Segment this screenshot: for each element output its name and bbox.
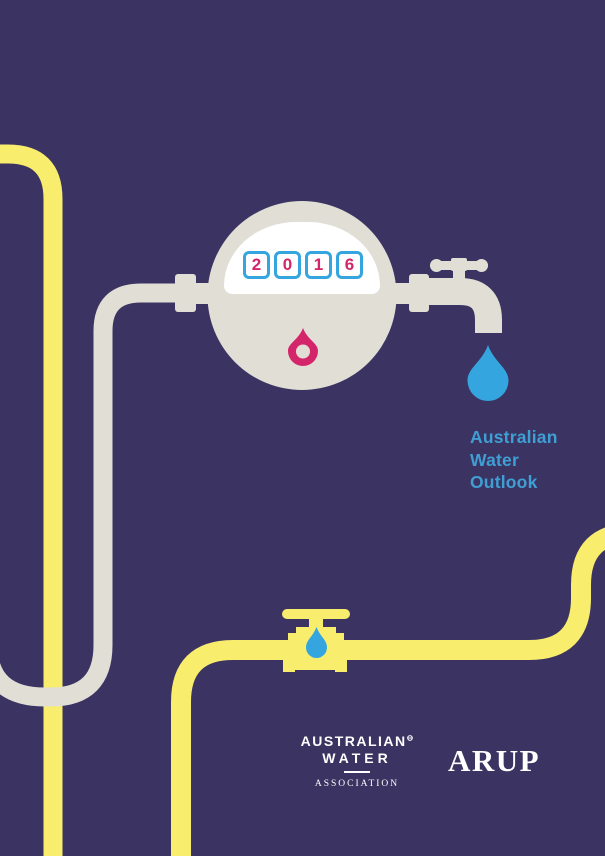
awa-logo-mark-icon: ⊖: [406, 733, 414, 743]
awa-logo-divider: [344, 771, 370, 773]
water-drop-icon: [467, 345, 509, 401]
tap-handle-knob-right: [475, 259, 488, 272]
tap-icon: [429, 258, 502, 333]
pipe-yellow-main: [171, 527, 605, 856]
tap-spout: [429, 278, 502, 333]
report-title-line: Outlook: [470, 472, 538, 492]
meter-dial-hole: [296, 344, 310, 359]
arup-logo: ARUP: [448, 743, 541, 778]
valve-handle: [282, 609, 350, 619]
tap-handle-hub: [451, 258, 467, 271]
pipe-cream-meter: [0, 283, 186, 707]
tap-handle-knob-left: [430, 259, 443, 272]
awa-logo-line1: AUSTRALIAN⊖: [283, 733, 431, 749]
meter-connector-left: [175, 274, 196, 312]
meter-digit-box: 0: [274, 251, 301, 279]
meter-digit-box: 2: [243, 251, 270, 279]
valve-foot-right: [335, 666, 347, 672]
report-title-line: Australian: [470, 427, 558, 447]
meter-digits: 2 0 1 6: [243, 251, 363, 279]
awa-logo-word-water: WATER: [322, 750, 392, 766]
pipe-yellow-top-left: [0, 144, 63, 856]
meter-stub-right: [395, 283, 411, 304]
meter-digit-box: 1: [305, 251, 332, 279]
awa-logo-word-australian: AUSTRALIAN: [300, 733, 407, 749]
awa-logo-word-association: ASSOCIATION: [314, 779, 400, 789]
valve-foot-left: [283, 666, 295, 672]
meter-connector-right: [409, 274, 429, 312]
tap-handle-stem: [453, 269, 465, 280]
meter-stub-left: [193, 283, 209, 304]
awa-logo: AUSTRALIAN⊖ WATER ASSOCIATION: [283, 733, 431, 789]
valve-icon: [282, 609, 350, 672]
meter-digit-box: 6: [336, 251, 363, 279]
report-title: Australian Water Outlook: [470, 426, 558, 494]
report-title-line: Water: [470, 449, 519, 470]
valve-drop-icon: [306, 627, 327, 658]
